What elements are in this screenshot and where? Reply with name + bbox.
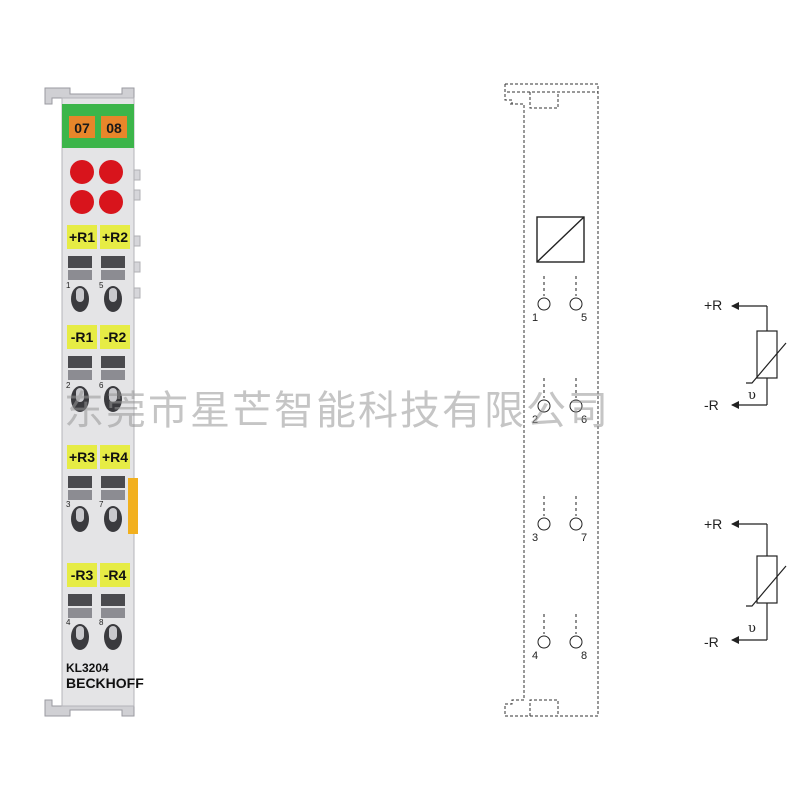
sensor-1-temp-symbol: υ bbox=[748, 388, 756, 403]
terminal-circle-8 bbox=[569, 635, 583, 649]
terminal-circle-5 bbox=[569, 297, 583, 311]
spring-terminals-4-8 bbox=[68, 594, 125, 650]
module-terminal-number-4: 4 bbox=[66, 618, 71, 627]
module-illustration: 07 08 +R1 +R2 -R1 -R2 +R3 +R4 -R3 -R4 bbox=[44, 87, 144, 717]
module-model: KL3204 bbox=[66, 661, 109, 675]
module-terminal-number-2: 2 bbox=[66, 381, 71, 390]
module-terminal-number-1: 1 bbox=[66, 281, 71, 290]
side-contacts bbox=[133, 169, 141, 299]
terminal-circle-3 bbox=[537, 517, 551, 531]
schematic-number-2: 2 bbox=[532, 414, 538, 426]
terminal-label-plus-r2: +R2 bbox=[102, 229, 128, 245]
channel-number-08: 08 bbox=[106, 120, 122, 136]
sensor-1-thermal-slash bbox=[746, 342, 787, 384]
terminal-label-plus-r4: +R4 bbox=[102, 449, 128, 465]
channel-number-07: 07 bbox=[74, 120, 90, 136]
schematic-number-6: 6 bbox=[581, 414, 587, 426]
terminal-circle-6 bbox=[569, 399, 583, 413]
module-brand: BECKHOFF bbox=[66, 675, 144, 691]
schematic-number-7: 7 bbox=[581, 532, 587, 544]
module-terminal-number-5: 5 bbox=[99, 281, 104, 290]
terminal-label-minus-r4: -R4 bbox=[104, 567, 127, 583]
schematic-number-3: 3 bbox=[532, 532, 538, 544]
rtd-sensor-2: +R -R υ bbox=[704, 516, 787, 650]
sensor-2-minus-arrow bbox=[731, 636, 739, 644]
sensor-2-thermal-slash bbox=[746, 565, 787, 607]
terminal-circle-7 bbox=[569, 517, 583, 531]
status-led-4 bbox=[99, 190, 123, 214]
schematic-number-5: 5 bbox=[581, 312, 587, 324]
sensor-1-plus-label: +R bbox=[704, 297, 722, 313]
sensor-1-resistor bbox=[756, 330, 778, 379]
module-terminal-number-6: 6 bbox=[99, 381, 104, 390]
sensor-2-temp-symbol: υ bbox=[748, 621, 756, 636]
terminal-circle-2 bbox=[537, 399, 551, 413]
terminal-label-minus-r1: -R1 bbox=[71, 329, 94, 345]
sensor-2-plus-arrow bbox=[731, 520, 739, 528]
terminal-circle-1 bbox=[537, 297, 551, 311]
rtd-sensor-1: +R -R υ bbox=[704, 297, 787, 413]
sensor-1-plus-arrow bbox=[731, 302, 739, 310]
module-terminal-number-8: 8 bbox=[99, 618, 104, 627]
sensor-2-plus-label: +R bbox=[704, 516, 722, 532]
side-yellow-tab bbox=[128, 478, 138, 534]
terminal-label-plus-r1: +R1 bbox=[69, 229, 95, 245]
status-led-3 bbox=[70, 190, 94, 214]
module-terminal-number-3: 3 bbox=[66, 500, 71, 509]
status-led-2 bbox=[99, 160, 123, 184]
sensor-2-minus-label: -R bbox=[704, 634, 719, 650]
schematic-number-8: 8 bbox=[581, 650, 587, 662]
schematic-terminals bbox=[537, 276, 583, 649]
schematic-number-1: 1 bbox=[532, 312, 538, 324]
status-led-1 bbox=[70, 160, 94, 184]
housing-outline bbox=[504, 84, 599, 717]
schematic-outline bbox=[504, 83, 599, 717]
status-leds bbox=[70, 160, 123, 214]
terminal-label-plus-r3: +R3 bbox=[69, 449, 95, 465]
terminal-label-minus-r2: -R2 bbox=[104, 329, 127, 345]
spring-terminals-2-6 bbox=[68, 356, 125, 412]
terminal-circle-4 bbox=[537, 635, 551, 649]
top-mounting-clip bbox=[44, 87, 135, 105]
module-terminal-number-7: 7 bbox=[99, 500, 104, 509]
converter-symbol bbox=[536, 216, 585, 263]
spring-terminals-1-5 bbox=[68, 256, 125, 312]
sensor-1-minus-label: -R bbox=[704, 397, 719, 413]
bottom-mounting-clip bbox=[44, 699, 135, 717]
schematic-number-4: 4 bbox=[532, 650, 538, 662]
spring-terminals-3-7 bbox=[68, 476, 125, 532]
sensor-1-minus-arrow bbox=[731, 401, 739, 409]
terminal-label-minus-r3: -R3 bbox=[71, 567, 94, 583]
